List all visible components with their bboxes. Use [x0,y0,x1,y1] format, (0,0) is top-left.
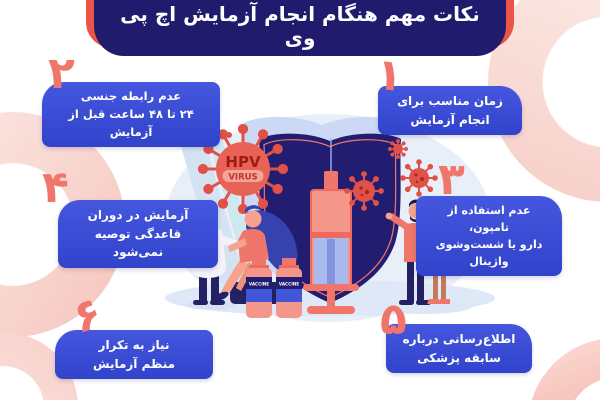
syringe-icon [303,138,359,314]
tip-number-1: ۱ [373,48,406,103]
tip-4-line-1: آزمایش در دوران [87,208,189,222]
virus-icon-small-2 [400,159,438,197]
tip-4-line-2: قاعدگی توصیه نمی‌شود [94,226,182,260]
tip-1-line-1: زمان مناسب برای [397,94,503,108]
tip-1-line-2: انجام آزمایش [410,112,490,127]
tip-box-2: عدم رابطه جنسی ۲۴ تا ۴۸ ساعت قبل از آزما… [42,82,220,148]
tip-number-4: ۴ [42,162,69,213]
vaccine-bottle-2: VACCINE [276,258,302,318]
tip-box-3: عدم استفاده از تامپون، دارو یا شست‌وشوی … [416,196,562,277]
tip-3-line-1: عدم استفاده از تامپون، [447,204,531,235]
tip-box-5: اطلاع‌رسانی درباره سابقه پزشکی [386,324,532,374]
tip-box-6: نیاز به تکرار منظم آزمایش [55,330,213,380]
virus-icon-small-3 [344,171,384,211]
tip-number-3: ۳ [438,154,465,205]
hpv-badge-text: HPV [225,153,261,171]
tip-5-line-2: سابقه پزشکی [417,350,501,365]
tip-6-line-2: منظم آزمایش [92,356,176,371]
title-banner: نکات مهم هنگام انجام آزمایش اچ پی وی [94,0,506,56]
virus-badge-text: VIRUS [228,173,257,183]
tip-2-line-1: عدم رابطه جنسی [80,89,182,103]
virus-icon-small-1 [388,139,408,159]
tip-2-line-2: ۲۴ تا ۴۸ ساعت قبل از آزمایش [68,106,194,139]
tip-box-4: آزمایش در دوران قاعدگی توصیه نمی‌شود [58,200,218,268]
vaccine-label: VACCINE [279,282,299,287]
hpv-virus-badge: HPV VIRUS [197,123,289,215]
page-title: نکات مهم هنگام انجام آزمایش اچ پی وی [120,2,480,50]
vaccine-label: VACCINE [249,282,269,287]
tip-box-1: زمان مناسب برای انجام آزمایش [378,86,522,136]
tip-number-2: ۲ [48,48,75,99]
tip-5-line-1: اطلاع‌رسانی درباره [402,332,516,346]
tip-3-line-2: دارو یا شست‌وشوی واژینال [435,238,543,269]
vaccine-bottle-1: VACCINE [246,258,272,318]
tip-6-line-1: نیاز به تکرار [98,338,170,352]
tip-number-5: ۵ [380,294,407,345]
